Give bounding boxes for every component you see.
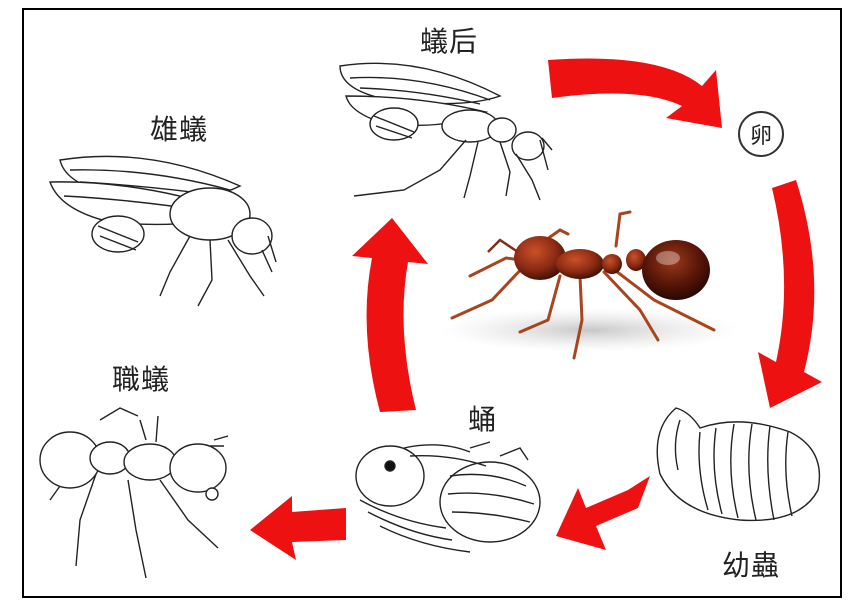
center-ant-photo [440, 212, 740, 358]
larva-label: 幼蟲 [722, 544, 780, 584]
male-ant-drawing [50, 156, 276, 306]
worker-label: 職蟻 [112, 358, 170, 398]
larva-drawing [657, 408, 819, 520]
arrow-pupa-to-worker [250, 496, 346, 560]
worker-ant-drawing [40, 408, 228, 578]
pupa-label: 蛹 [468, 398, 497, 438]
egg-stage-badge: 卵 [738, 111, 784, 157]
arrow-worker-to-queen [352, 218, 428, 412]
arrow-larva-to-pupa [556, 476, 650, 550]
male-label: 雄蟻 [150, 108, 208, 148]
pupa-drawing [356, 442, 540, 552]
arrow-egg-to-larva [758, 180, 822, 408]
arrow-queen-to-egg [548, 58, 722, 128]
queen-ant-drawing [340, 63, 552, 200]
egg-label: 卵 [750, 118, 772, 150]
queen-label: 蟻后 [420, 20, 478, 60]
